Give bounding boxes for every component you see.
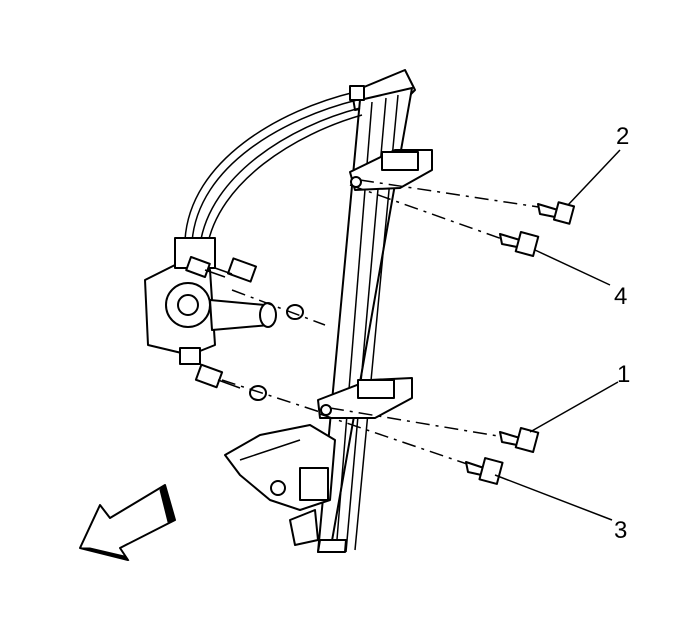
bolt-2: [537, 201, 576, 225]
regulator-cables: [184, 85, 365, 249]
upper-mount-bracket: [349, 149, 433, 191]
motor-bolt-c: [194, 363, 241, 389]
callout-3: 3: [614, 517, 627, 544]
lower-mount-bracket: [317, 377, 413, 419]
spacers: [249, 304, 304, 401]
regulator-motor-assembly: [144, 237, 277, 365]
callout-4: 4: [614, 283, 627, 310]
motor-bolt-a: [185, 256, 226, 278]
alignment-lines: [221, 179, 546, 466]
front-direction-arrow-icon: [79, 484, 176, 561]
leader-lines: [494, 149, 621, 521]
callout-2: 2: [616, 123, 629, 150]
lower-mounting-plate: [224, 424, 336, 546]
callout-1: 1: [617, 361, 630, 388]
motor-bolt-b: [214, 257, 258, 283]
bolt-4: [499, 231, 540, 257]
motor-bolts: [185, 256, 258, 389]
bolt-1: [499, 427, 540, 453]
bolt-3: [465, 457, 504, 485]
